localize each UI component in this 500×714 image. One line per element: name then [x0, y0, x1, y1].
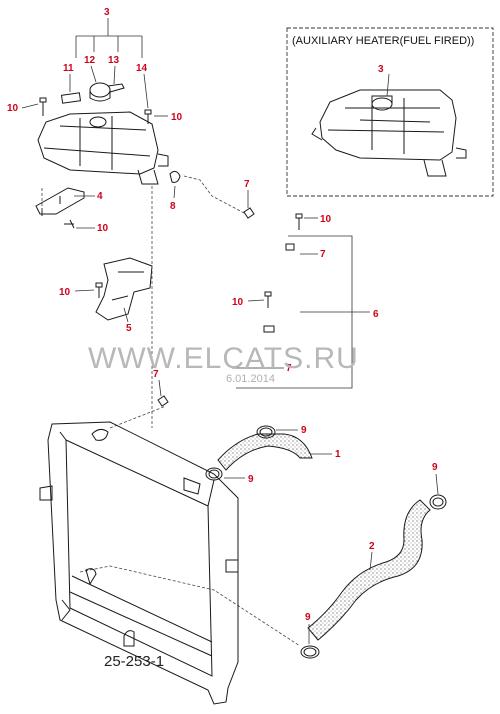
- callout-4: 4: [97, 191, 103, 202]
- upper-hose-1: [217, 433, 313, 471]
- hose-clamp-icon: [300, 645, 320, 659]
- callout-10-e: 10: [320, 214, 332, 225]
- auxiliary-heater-inset: (AUXILIARY HEATER(FUEL FIRED)) 3: [286, 27, 494, 197]
- bolt-icon: [39, 97, 47, 116]
- bracket-5: [95, 257, 153, 321]
- callout-8: 8: [170, 201, 176, 212]
- callout-2: 2: [369, 541, 375, 552]
- leader-3b: [386, 73, 390, 97]
- bracket-4: [35, 187, 85, 216]
- bolt-icon: [95, 282, 103, 298]
- callout-10-d: 10: [59, 287, 71, 298]
- reservoir-tank: [37, 111, 159, 175]
- cap-strap: [107, 83, 125, 93]
- watermark-text: WWW.ELCATS.RU: [88, 342, 359, 375]
- reservoir-tank-assembly: [37, 82, 181, 185]
- callout-9-c: 9: [432, 462, 438, 473]
- callout-10-c: 10: [97, 223, 109, 234]
- clip-7-a: [243, 207, 255, 219]
- hose-clamp-icon: [205, 467, 223, 481]
- callout-11: 11: [63, 63, 74, 74]
- reservoir-cap: [89, 82, 111, 98]
- callout-14: 14: [136, 63, 148, 74]
- reference-code: 25-253-1: [104, 653, 164, 670]
- hose-clamp-icon: [256, 425, 276, 439]
- callout-13: 13: [108, 55, 120, 66]
- hose-clamp-icon: [429, 494, 447, 510]
- lower-hose-2: [307, 499, 431, 641]
- radiator: [39, 421, 239, 705]
- callout-7-c: 7: [286, 363, 292, 374]
- callout-7-b: 7: [320, 249, 326, 260]
- callout-5: 5: [126, 323, 132, 334]
- hose-clamp-8: [169, 170, 181, 183]
- bolt-icon: [64, 219, 75, 229]
- bolt-icon: [295, 213, 303, 230]
- callout-9-a: 9: [301, 425, 307, 436]
- callout-12: 12: [84, 55, 96, 66]
- dashed-guide: [79, 565, 301, 647]
- clip-7-b: [157, 395, 169, 407]
- dashed-guide: [183, 175, 247, 215]
- bolt-icon: [144, 109, 152, 124]
- callout-3-inset: 3: [378, 64, 384, 75]
- watermark-date: 6.01.2014: [226, 373, 275, 385]
- coolant-pipe-6: [171, 220, 308, 398]
- callout-1: 1: [335, 449, 341, 460]
- callout-group-3: 3 11 12 13 14: [63, 7, 149, 109]
- dashed-guide: [41, 186, 153, 428]
- callout-7-a: 7: [244, 179, 250, 190]
- callout-10-a: 10: [7, 103, 19, 114]
- callout-10-f: 10: [232, 297, 244, 308]
- inset-border: [286, 27, 494, 197]
- callout-3: 3: [104, 7, 110, 18]
- callout-9-b: 9: [248, 474, 254, 485]
- callout-6: 6: [373, 309, 379, 320]
- callout-9-d: 9: [305, 612, 311, 623]
- inset-caption: (AUXILIARY HEATER(FUEL FIRED)): [292, 35, 474, 47]
- callout-10-b: 10: [171, 112, 183, 123]
- bolt-icon: [264, 291, 272, 308]
- inset-reservoir-tank: [311, 89, 467, 177]
- dashed-guide: [109, 405, 167, 429]
- gasket-plate: [60, 92, 82, 104]
- callout-7-d: 7: [153, 369, 159, 380]
- filler-neck: [89, 116, 107, 128]
